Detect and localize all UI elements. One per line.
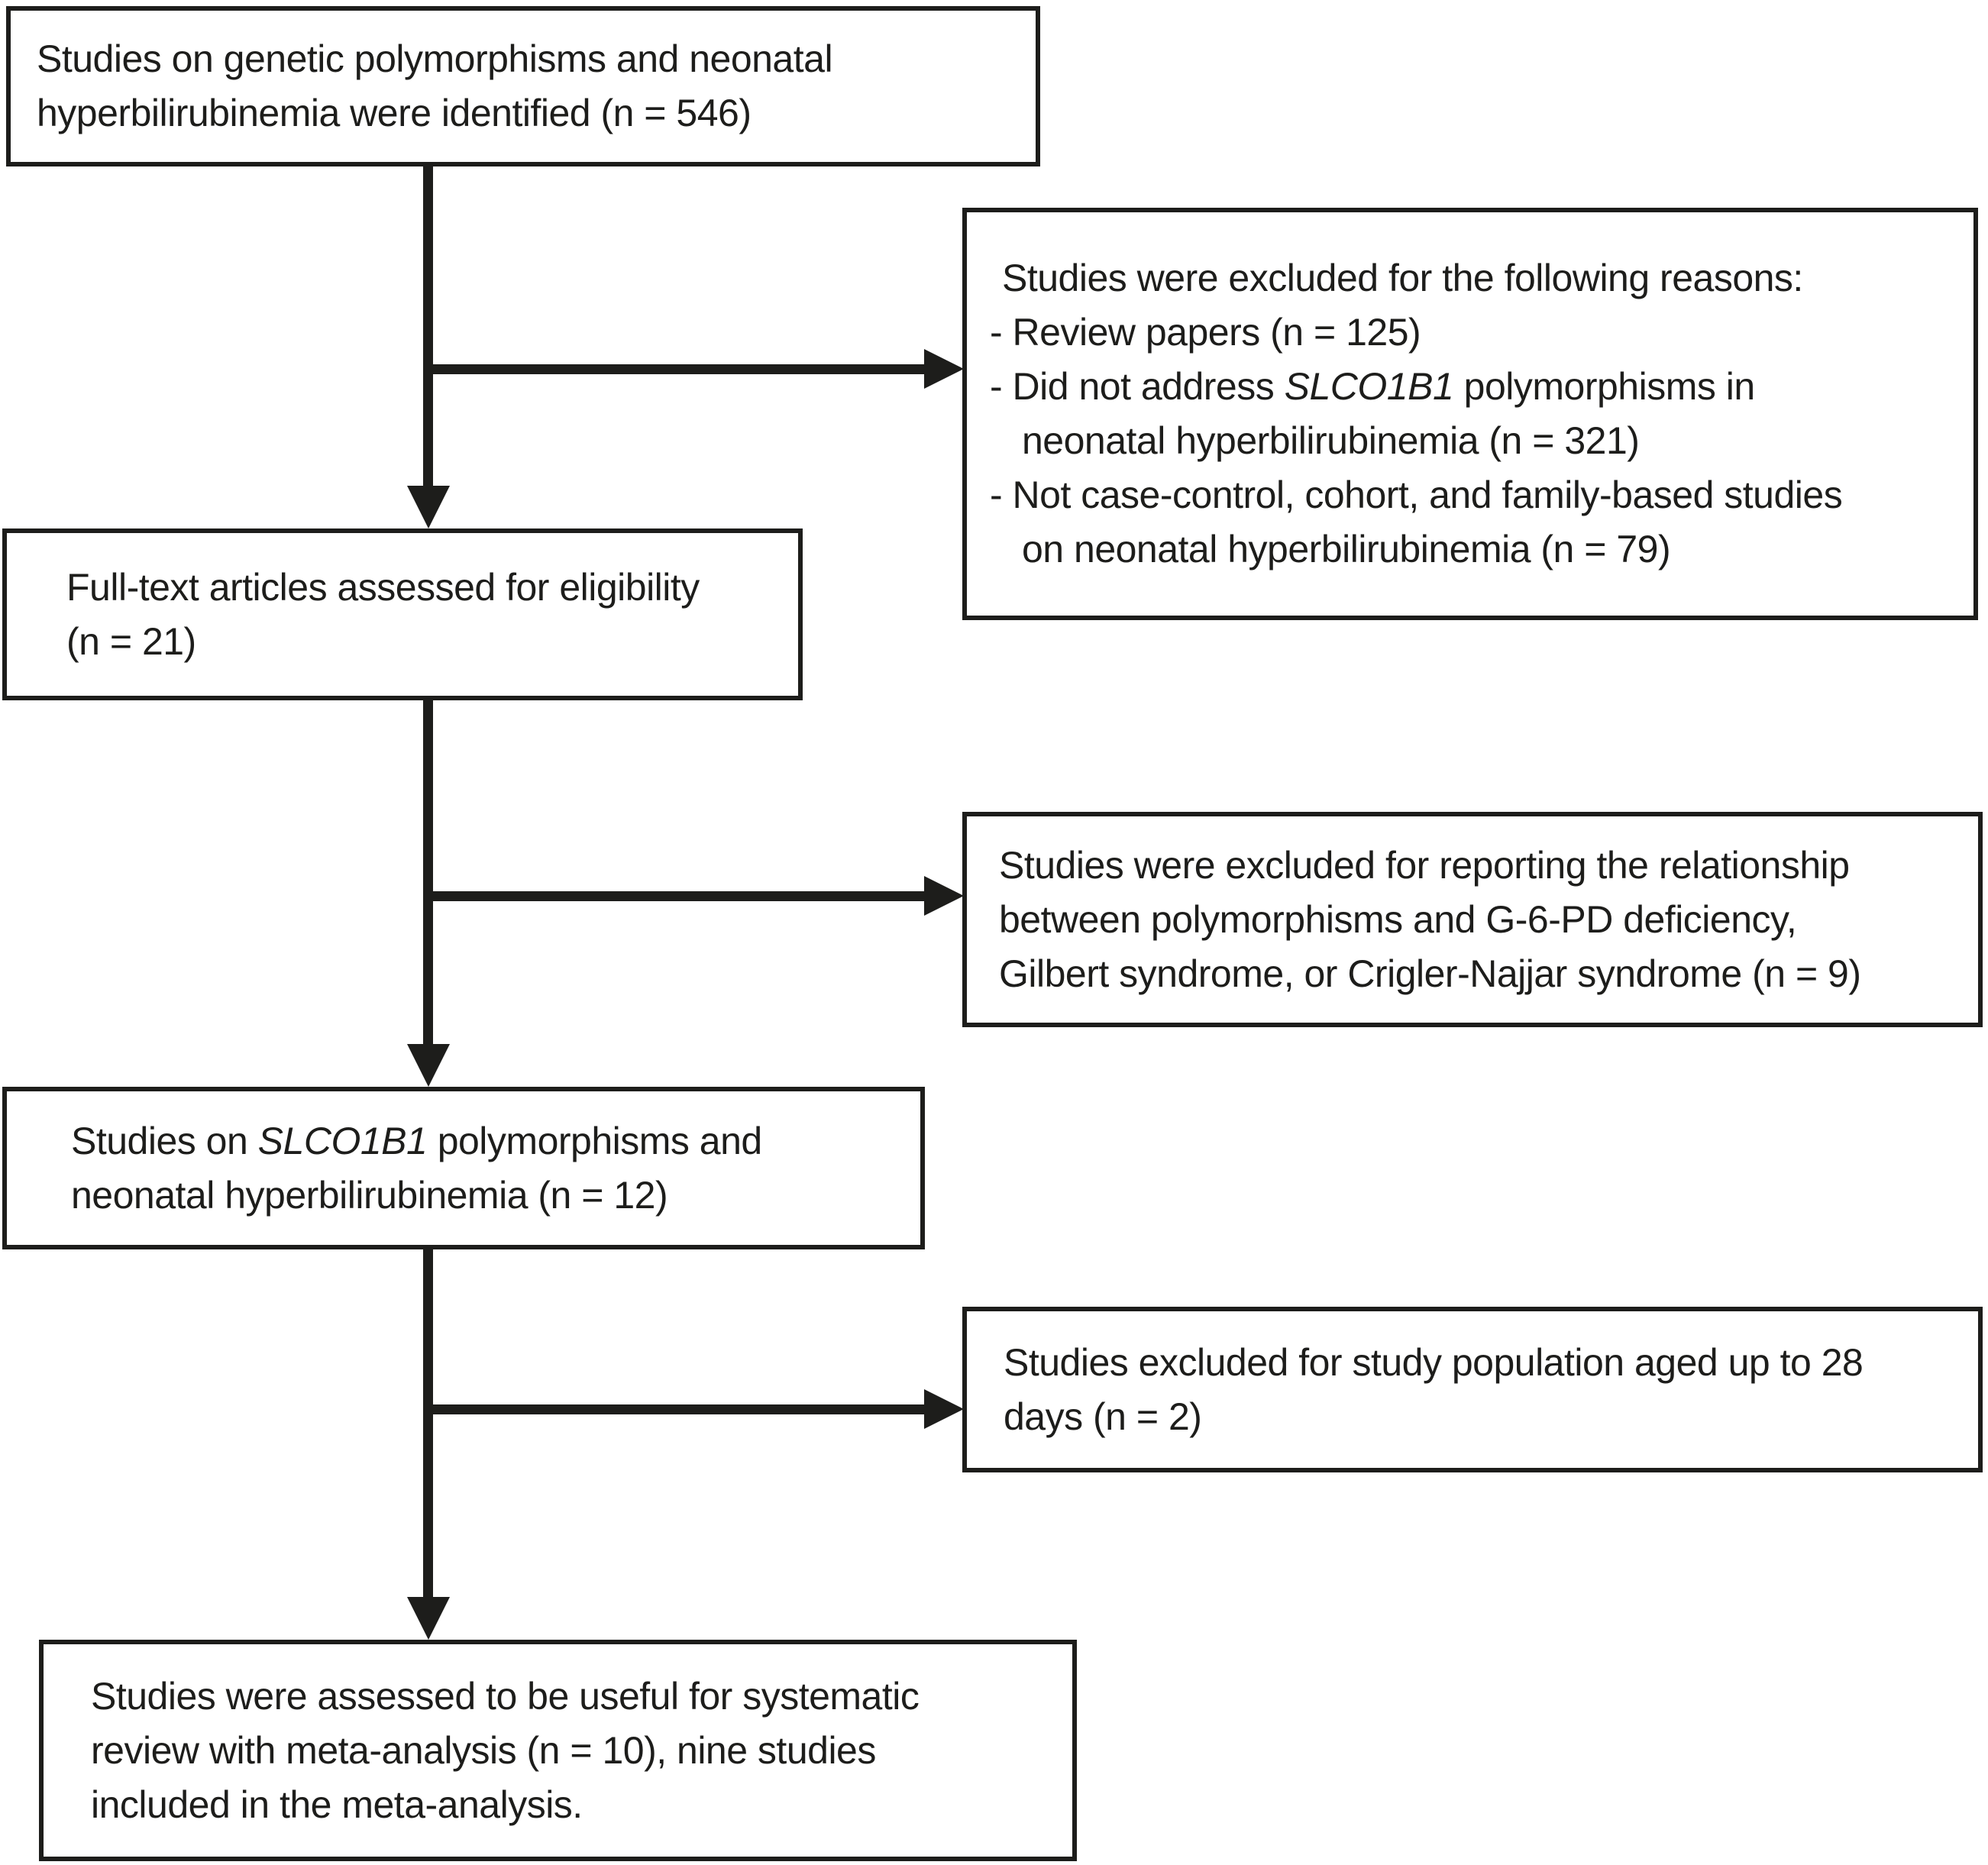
text-line: hyperbilirubinemia were identified (n = … [37, 92, 752, 134]
node-final-inclusion: Studies were assessed to be useful for s… [39, 1640, 1077, 1861]
node-fulltext-assessed: Full-text articles assessed for eligibil… [2, 528, 803, 700]
text-line: (n = 21) [66, 619, 196, 663]
text-line: Studies were excluded for the following … [1002, 257, 1803, 299]
arrowhead-down-icon [407, 1597, 450, 1640]
text-line: - Review papers (n = 125) [990, 311, 1421, 354]
node-identified-records: Studies on genetic polymorphisms and neo… [6, 6, 1040, 166]
text-line: Gilbert syndrome, or Crigler-Najjar synd… [999, 952, 1861, 995]
arrowhead-right-icon [924, 876, 964, 916]
text-line: - Did not address SLCO1B1 polymorphisms … [990, 365, 1755, 408]
text-line: Full-text articles assessed for eligibil… [66, 565, 700, 609]
text-line: days (n = 2) [1004, 1395, 1202, 1438]
text-line: Studies on genetic polymorphisms and neo… [37, 37, 833, 80]
text-line: on neonatal hyperbilirubinemia (n = 79) [1022, 528, 1671, 570]
text-line: Studies were excluded for reporting the … [999, 843, 1850, 887]
node-exclusion-initial-reasons: Studies were excluded for the following … [962, 208, 1978, 620]
connector-fulltext-to-slco1b1 [423, 700, 433, 1046]
connector-slco1b1-to-final [423, 1249, 433, 1598]
arrowhead-down-icon [407, 1044, 450, 1087]
connector-identified-to-fulltext [423, 166, 433, 487]
text-line: neonatal hyperbilirubinemia (n = 321) [1022, 419, 1640, 462]
connector-branch-initial-exclusions [423, 364, 927, 374]
connector-branch-syndrome-exclusions [423, 891, 927, 901]
node-exclusion-age: Studies excluded for study population ag… [962, 1307, 1983, 1472]
node-slco1b1-studies: Studies on SLCO1B1 polymorphisms and neo… [2, 1087, 925, 1249]
arrowhead-right-icon [924, 349, 964, 389]
connector-branch-age-exclusions [423, 1404, 927, 1414]
text-line: Studies were assessed to be useful for s… [91, 1674, 920, 1718]
text-line: between polymorphisms and G-6-PD deficie… [999, 897, 1797, 941]
text-line: included in the meta-analysis. [91, 1783, 583, 1826]
text-line: Studies excluded for study population ag… [1004, 1340, 1864, 1384]
text-line: neonatal hyperbilirubinemia (n = 12) [71, 1173, 668, 1217]
text-line: Studies on SLCO1B1 polymorphisms and [71, 1119, 762, 1162]
arrowhead-right-icon [924, 1389, 964, 1429]
text-line: review with meta-analysis (n = 10), nine… [91, 1728, 876, 1772]
arrowhead-down-icon [407, 486, 450, 528]
text-line: - Not case-control, cohort, and family-b… [990, 474, 1843, 516]
node-exclusion-syndromes: Studies were excluded for reporting the … [962, 812, 1983, 1027]
